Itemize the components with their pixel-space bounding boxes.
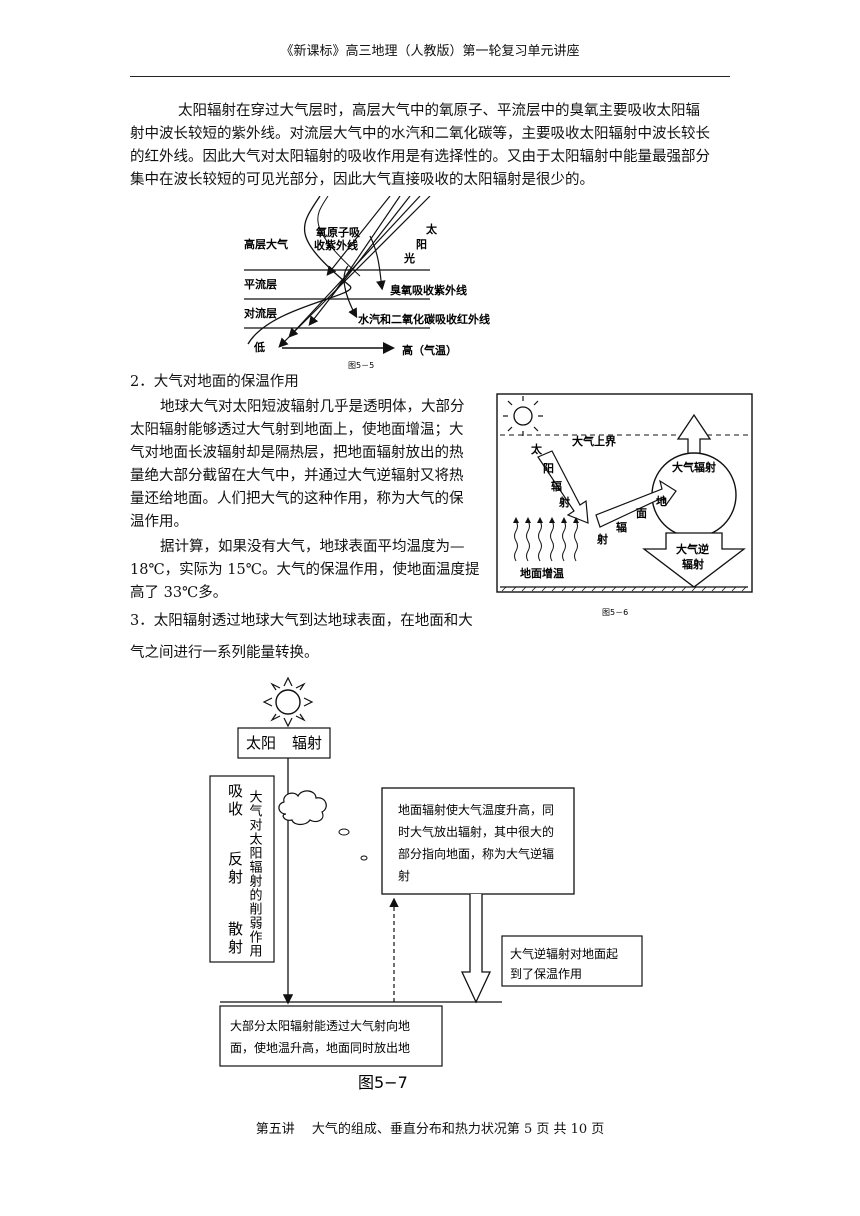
heat-wave-arrowheads [513, 517, 579, 523]
label-ozone: 臭氧吸收紫外线 [390, 283, 467, 297]
label-ground-char-4: 射 [596, 532, 608, 546]
particle-icon-1 [338, 828, 350, 836]
left-col1-char-6: 射 [228, 938, 243, 956]
label-water-co2: 水汽和二氧化碳吸收红外线 [358, 312, 490, 326]
sec2-line-6: 温作用。 [130, 514, 188, 530]
sec2-line-2: 太阳辐射能够透过大气射到地面上，使地面增温；大 [130, 422, 464, 438]
page-footer: 第五讲 大气的组成、垂直分布和热力状况第 5 页 共 10 页 [255, 1122, 605, 1137]
sec2-line-5: 量还给地面。人们把大气的这种作用，称为大气的保 [130, 491, 464, 507]
solar-radiation-box [237, 727, 331, 759]
right-box-line-4: 射 [398, 868, 410, 883]
label-sun-2: 阳 [416, 237, 427, 251]
label-ground-char-3: 辐 [616, 520, 627, 534]
sun-ray-4 [288, 196, 421, 338]
label-upper-boundary: 大气上界 [572, 434, 616, 448]
sec2-line-3: 气对地面长波辐射却是隔热层，把地面辐射放出的热 [130, 445, 464, 461]
left-col1-char-4: 射 [228, 868, 243, 886]
ground-hatch [501, 586, 747, 592]
label-sun-1: 太 [425, 222, 438, 236]
sun-icon [503, 396, 543, 436]
sun-icon [262, 676, 314, 728]
label-atm-radiation: 大气辐射 [672, 460, 716, 474]
back-radiation-down-arrow [460, 894, 492, 1004]
back-radiation-explanation-box [381, 787, 575, 895]
label-sun-3: 光 [403, 251, 415, 265]
solar-box-text-b: 辐射 [292, 734, 322, 752]
label-back-1: 大气逆 [676, 542, 709, 556]
label-sun-char-2: 阳 [543, 461, 554, 475]
cloud-icon [278, 790, 327, 826]
left-col1-char-3: 反 [228, 850, 243, 868]
sun-ray-1 [326, 196, 391, 276]
para1-line-3: 的红外线。因此大气对太阳辐射的吸收作用是有选择性的。又由于太阳辐射中能量最强部分 [130, 149, 710, 165]
label-ground-warm: 地面增温 [520, 566, 564, 580]
ozone-arrow [369, 235, 386, 291]
solar-box-text-a: 太阳 [246, 734, 276, 752]
section2-title: 2．大气对地面的保温作用 [130, 374, 299, 390]
label-oxygen-2: 收紫外线 [314, 238, 358, 252]
insulation-line-1: 大气逆辐射对地面起 [510, 946, 618, 961]
label-oxygen-1: 氧原子吸 [315, 225, 361, 239]
header-rule [130, 76, 730, 77]
label-high-temp: 高（气温） [402, 343, 457, 357]
solar-radiation-arrow [537, 450, 589, 524]
heat-wave-arrows [514, 520, 578, 562]
left-col1-char-1: 吸 [228, 782, 243, 800]
sec2-calc-line-2: 18℃，实际为 15℃。大气的保温作用，使地面温度提 [130, 562, 480, 578]
sec2-line-4: 量绝大部分截留在大气中，并通过大气逆辐射又将热 [130, 468, 464, 484]
right-box-line-2: 时大气放出辐射，其中很大的 [398, 824, 554, 839]
label-troposphere: 对流层 [244, 306, 277, 320]
right-box-line-1: 地面辐射使大气温度升高，同 [398, 802, 554, 817]
right-box-line-3: 部分指向地面，称为大气逆辐 [398, 846, 554, 861]
sec2-calc-line-1: 据计算，如果没有大气，地球表面平均温度为— [160, 539, 465, 555]
label-back-2: 辐射 [682, 557, 704, 571]
left-col1-char-5: 散 [228, 920, 243, 938]
sun-ray-5 [278, 196, 431, 348]
surface-heating-box [219, 1005, 443, 1067]
label-low: 低 [253, 340, 265, 354]
figure-5-6: 大气上界 大气辐射 大气逆 辐射 太 阳 辐 射 地 面 辐 射 地面增温 [496, 393, 753, 617]
sec3-line-2: 气之间进行一系列能量转换。 [130, 645, 319, 661]
sec3-line-1: 3．太阳辐射透过地球大气到达地球表面，在地面和大 [130, 613, 473, 629]
temperature-curve-2 [317, 196, 361, 277]
para1-line-2: 射中波长较短的紫外线。对流层大气中的水汽和二氧化碳等，主要吸收太阳辐射中波长较长 [130, 126, 710, 142]
bottom-box-line-2: 面，使地温升高，地面同时放出地 [230, 1040, 410, 1055]
particle-icon-2 [360, 855, 368, 861]
label-ground-char-2: 面 [636, 507, 647, 520]
label-high-atmosphere: 高层大气 [244, 237, 288, 251]
ground-radiation-arrow [595, 479, 677, 528]
fig57-caption: 图5−7 [358, 1073, 408, 1092]
bottom-box-line-1: 大部分太阳辐射能透过大气射向地 [230, 1018, 410, 1033]
fig55-caption: 图5－5 [348, 361, 374, 370]
insulation-line-2: 到了保温作用 [510, 967, 582, 981]
weakening-box [209, 775, 275, 963]
fig56-caption: 图5－6 [602, 608, 628, 617]
figure-5-5: 高层大气 平流层 对流层 低 高（气温） 氧原子吸 收紫外线 太 阳 光 臭氧吸… [244, 196, 490, 370]
para1-line-4: 集中在波长较短的可见光部分，因此大气直接吸收的太阳辐射是很少的。 [130, 172, 594, 188]
left-col2-vertical-text: 大气对太阳辐射的削弱作用 [247, 790, 263, 958]
label-sun-char-1: 太 [530, 442, 543, 456]
label-sun-char-3: 辐 [551, 479, 562, 493]
back-radiation-arrow [642, 532, 746, 588]
sec2-calc-line-3: 高了 33℃多。 [130, 585, 228, 601]
para1-line-1: 太阳辐射在穿过大气层时，高层大气中的氧原子、平流层中的臭氧主要吸收太阳辐 [178, 103, 700, 119]
figure-5-7: 太阳 辐射 吸 收 反 射 散 射 大气对太阳辐射的削弱作用 地面辐射使大气温度… [209, 676, 643, 1092]
label-ground-char-1: 地 [656, 494, 667, 508]
temperature-curve [247, 196, 352, 345]
insulation-box [501, 935, 643, 987]
label-sun-char-4: 射 [558, 495, 570, 509]
sec2-line-1: 地球大气对太阳短波辐射几乎是透明体，大部分 [160, 399, 465, 415]
page-header: 《新课标》高三地理（人教版）第一轮复习单元讲座 [280, 44, 580, 59]
left-col1-char-2: 收 [228, 800, 243, 818]
uv-absorb-arrow [343, 265, 358, 319]
label-stratosphere: 平流层 [244, 277, 277, 291]
